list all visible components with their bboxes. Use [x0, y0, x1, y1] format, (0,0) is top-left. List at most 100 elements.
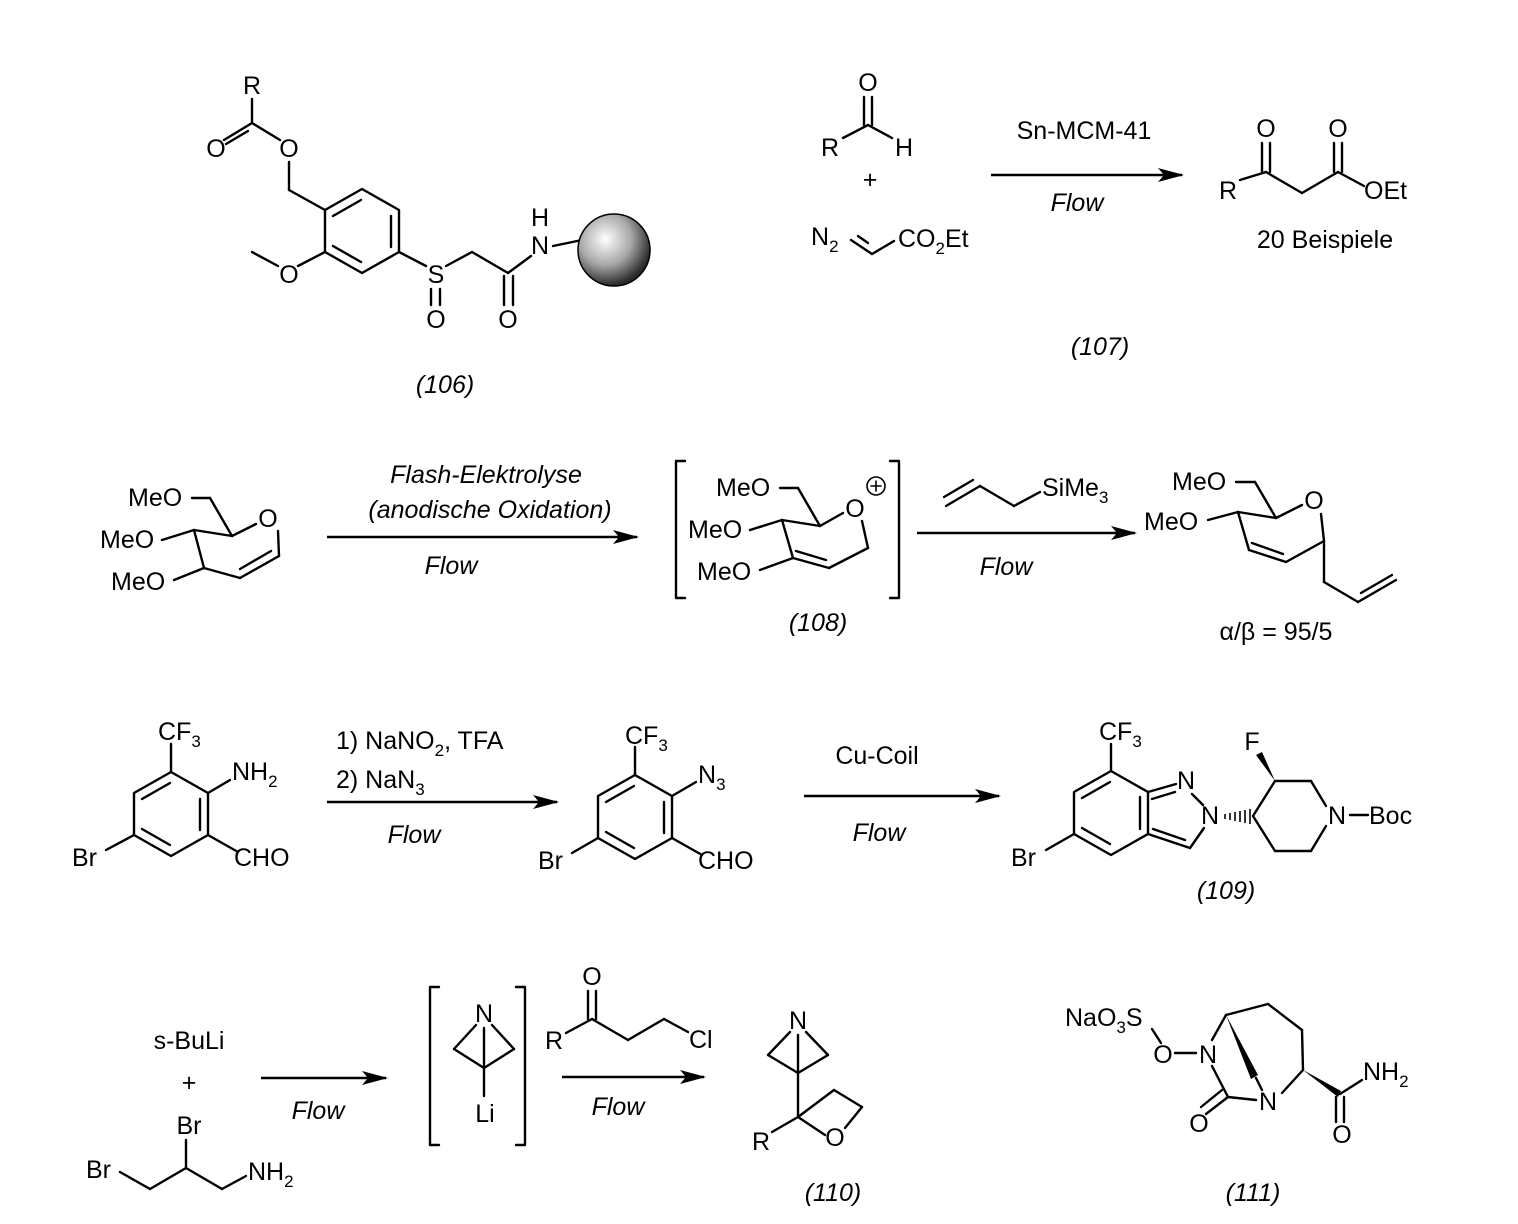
- o-methyl-bond: [250, 250, 280, 268]
- product-o1: O: [1256, 115, 1275, 143]
- product-r: R: [1219, 177, 1237, 205]
- product-note: 20 Beispiele: [1257, 226, 1393, 254]
- int-br-bond: [570, 836, 600, 855]
- reagent-r: R: [545, 1027, 563, 1055]
- compound-label-111: (111): [1226, 1179, 1281, 1207]
- prod-bond: [1247, 548, 1288, 564]
- reagent-bond: [626, 1017, 666, 1042]
- int-cho: CHO: [698, 847, 754, 875]
- prod-n2: N: [1201, 802, 1219, 830]
- core-bond: [1280, 1068, 1305, 1095]
- sm-nh2: NH2: [232, 758, 278, 791]
- diazo-bond: [856, 234, 870, 245]
- sm-bond: [160, 528, 196, 542]
- naO3s-group: NaO3S: [1065, 1004, 1143, 1037]
- bracket-right: [514, 985, 527, 1147]
- int-ring-o: O: [845, 495, 864, 523]
- condition-flow-2: Flow: [853, 819, 908, 847]
- reagent-bond: [564, 1017, 594, 1035]
- scheme-109: CF3 NH2 CHO Br 1) NaNO2, TFA 2) NaN3 Flo…: [72, 718, 1412, 905]
- aldehyde-r: R: [821, 134, 839, 162]
- prod-br-bond: [1044, 832, 1076, 852]
- product-oet: OEt: [1364, 177, 1407, 205]
- int-aromatic-double: [604, 784, 636, 804]
- sm-br-top: Br: [177, 1112, 202, 1140]
- aryl-o-bond: [296, 250, 327, 268]
- benzene-ring: [323, 187, 401, 275]
- sm-benzene-ring: [132, 770, 210, 858]
- sm-meo-bot: MeO: [111, 568, 165, 596]
- prod-bond: [804, 1030, 830, 1057]
- atom-s: S: [428, 261, 445, 289]
- condition-flow: Flow: [292, 1097, 347, 1125]
- prod-r: R: [752, 1128, 770, 1156]
- o-carbonyl-bond: [250, 121, 282, 142]
- int-bond: [748, 518, 784, 532]
- prod-bond: [1274, 503, 1304, 520]
- wedge-bond-bridge: [1226, 1015, 1258, 1079]
- prod-boc: Boc: [1369, 802, 1412, 830]
- prod-allyl-double-bond: [1359, 573, 1394, 595]
- allyl-bond: [1012, 490, 1042, 508]
- prod-br: Br: [1011, 844, 1036, 872]
- sm-bond: [192, 528, 234, 538]
- pyrazole-bond: [1190, 792, 1205, 807]
- benzylic-bond: [287, 188, 327, 212]
- atom-nh-n: N: [531, 232, 549, 260]
- int-cf3: CF3: [625, 722, 668, 755]
- compound-111: NaO3S O N N O NH2 O (111): [1065, 1002, 1409, 1207]
- prod-bond: [1236, 510, 1251, 552]
- sm-bond: [118, 1170, 152, 1191]
- wedge-bond-f: [1256, 752, 1275, 781]
- prod-meo-top: MeO: [1172, 468, 1226, 496]
- aldehyde-h: H: [895, 134, 913, 162]
- aldehyde-r-bond: [841, 123, 870, 140]
- int-bond: [490, 1023, 516, 1051]
- oxetane-bond: [843, 1105, 864, 1130]
- condition-flash-electrolysis: Flash-Elektrolyse: [390, 461, 582, 489]
- sm-br-bond: [104, 833, 136, 852]
- sm-double-bond: [238, 549, 273, 571]
- prod-bond: [770, 1115, 800, 1134]
- allyl-double-bond: [944, 484, 982, 508]
- int-aromatic-double: [604, 830, 636, 850]
- aromatic-double-bond: [331, 198, 363, 218]
- pyrazole-bond: [1188, 826, 1206, 850]
- compound-label-108: (108): [789, 609, 847, 637]
- scheme-108: MeO MeO MeO O Flash-Elektrolyse (anodisc…: [100, 459, 1398, 646]
- prod-bond: [1284, 539, 1326, 564]
- plus-sign: +: [182, 1069, 197, 1097]
- condition-flow: Flow: [1051, 189, 1106, 217]
- prod-o: O: [825, 1124, 844, 1152]
- prod-bond: [796, 1053, 830, 1075]
- n-resin-bond: [551, 238, 584, 248]
- sm-bond: [202, 566, 242, 580]
- atom-n1: N: [1199, 1041, 1217, 1069]
- atom-n2: N: [1259, 1088, 1277, 1116]
- c-o-double: [1204, 1095, 1230, 1116]
- bracket-right: [888, 459, 901, 600]
- pyrazole-bond: [1146, 782, 1178, 794]
- r-c-bond: [1238, 170, 1268, 182]
- c-n-bond: [506, 254, 533, 275]
- c-oet-bond: [1336, 170, 1366, 188]
- prod-bond: [1236, 510, 1278, 520]
- int-bond: [780, 518, 822, 528]
- product-o2: O: [1328, 115, 1347, 143]
- prod-bond: [766, 1030, 792, 1057]
- int-meo-bot: MeO: [697, 558, 751, 586]
- selectivity-note: α/β = 95/5: [1220, 618, 1333, 646]
- sm-ring-o: O: [258, 505, 277, 533]
- scheme-107: O R H + N2 CO2Et Sn-MCM-41 Flow O O R OE…: [811, 69, 1407, 361]
- int-n3-bond: [670, 780, 698, 798]
- aromatic-double-bond: [331, 244, 363, 264]
- atom-nh2: NH2: [1363, 1058, 1409, 1091]
- sm-cho: CHO: [234, 844, 290, 872]
- core-bond: [1300, 1028, 1305, 1072]
- ch2-c-bond: [1300, 170, 1340, 195]
- int-benzene-ring: [596, 773, 674, 861]
- sm-bond: [184, 1166, 224, 1191]
- sm-bond: [148, 1166, 188, 1191]
- compound-label-110: (110): [805, 1179, 862, 1207]
- s-o-bond: [1150, 1027, 1163, 1045]
